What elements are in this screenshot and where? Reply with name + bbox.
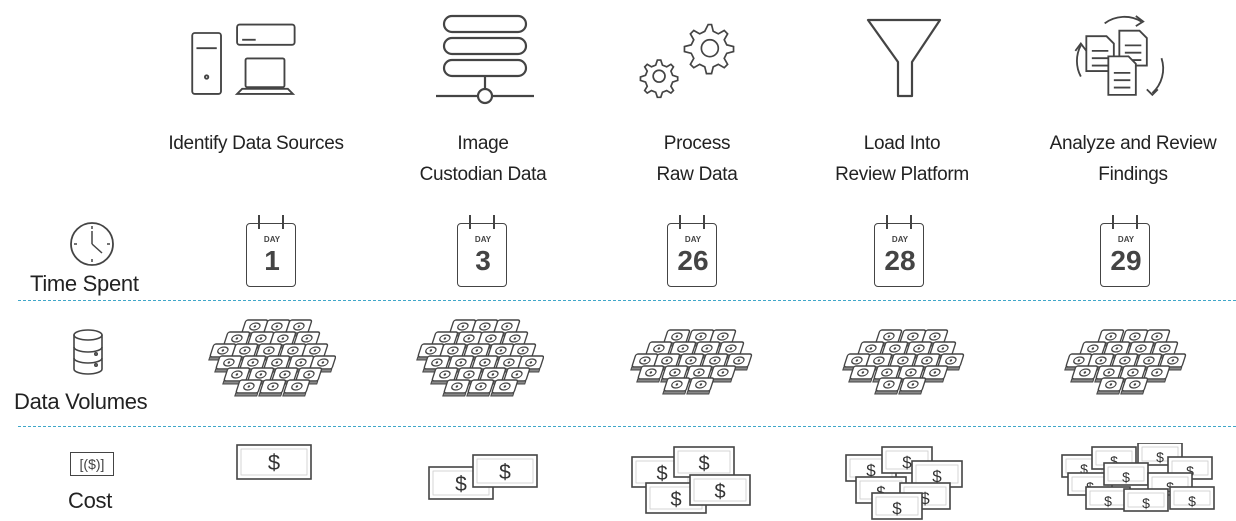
step-label-analyze: Analyze and Review Findings: [1049, 133, 1217, 185]
day-calendar-29: DAY 29: [1096, 215, 1154, 289]
database-icon: [73, 329, 103, 375]
svg-text:$: $: [1122, 469, 1130, 485]
cash-stack-2: $$: [428, 454, 538, 500]
svg-text:$: $: [268, 450, 280, 475]
svg-text:$: $: [866, 461, 876, 480]
cash-stack-10: $$$$$$$$$$: [1061, 443, 1215, 512]
clock-icon: [70, 222, 114, 266]
cash-stack-6: $$$$$$: [845, 446, 963, 520]
time-spent-label: Time Spent: [30, 271, 139, 296]
day-calendar-1: DAY 1: [242, 215, 300, 289]
documents-cycle-icon: [1074, 15, 1165, 97]
day-calendar-3: DAY 3: [453, 215, 511, 289]
cash-stack-4: $$$$: [631, 446, 751, 514]
day-calendar-28: DAY 28: [870, 215, 928, 289]
step-label-identify: Identify Data Sources: [168, 133, 344, 154]
disk-pile-medium: [842, 329, 965, 395]
step-label-image: Image Custodian Data: [419, 133, 547, 185]
day-calendar-26: DAY 26: [663, 215, 721, 289]
gears-icon: [639, 23, 735, 99]
day-number: 1: [264, 245, 280, 276]
disk-pile-large: [208, 319, 336, 397]
svg-text:$: $: [698, 453, 709, 475]
dollar-bill-icon: [($)]: [70, 452, 114, 476]
svg-text:$: $: [1186, 463, 1194, 479]
svg-text:$: $: [656, 463, 667, 485]
svg-text:$: $: [902, 453, 912, 472]
svg-text:$: $: [1156, 449, 1164, 465]
svg-text:$: $: [455, 473, 467, 496]
svg-text:$: $: [892, 499, 902, 518]
day-number: 26: [677, 245, 709, 276]
day-number: 3: [475, 245, 491, 276]
svg-text:$: $: [1142, 495, 1150, 511]
server-icon: [436, 14, 534, 105]
disk-pile-medium: [630, 329, 753, 395]
row-divider: [18, 426, 1236, 427]
step-label-load: Load Into Review Platform: [835, 133, 969, 185]
step-label-process: Process Raw Data: [656, 133, 738, 185]
cost-label: Cost: [68, 488, 113, 513]
svg-text:$: $: [1104, 493, 1112, 509]
svg-text:$: $: [714, 481, 725, 503]
computers-icon: [191, 23, 296, 95]
disk-pile-large: [416, 319, 544, 397]
svg-text:$: $: [1110, 453, 1118, 469]
svg-text:$: $: [670, 489, 681, 511]
cash-stack-1: $: [236, 444, 312, 480]
funnel-icon: [866, 18, 942, 98]
row-divider: [18, 300, 1236, 301]
day-number: 29: [1110, 245, 1142, 276]
svg-text:$: $: [499, 461, 511, 484]
svg-text:$: $: [1080, 461, 1088, 477]
data-volumes-label: Data Volumes: [14, 389, 148, 414]
svg-text:$: $: [1188, 493, 1196, 509]
day-number: 28: [884, 245, 916, 276]
svg-text:$: $: [932, 467, 942, 486]
disk-pile-medium: [1064, 329, 1187, 395]
svg-text:$: $: [920, 489, 930, 508]
